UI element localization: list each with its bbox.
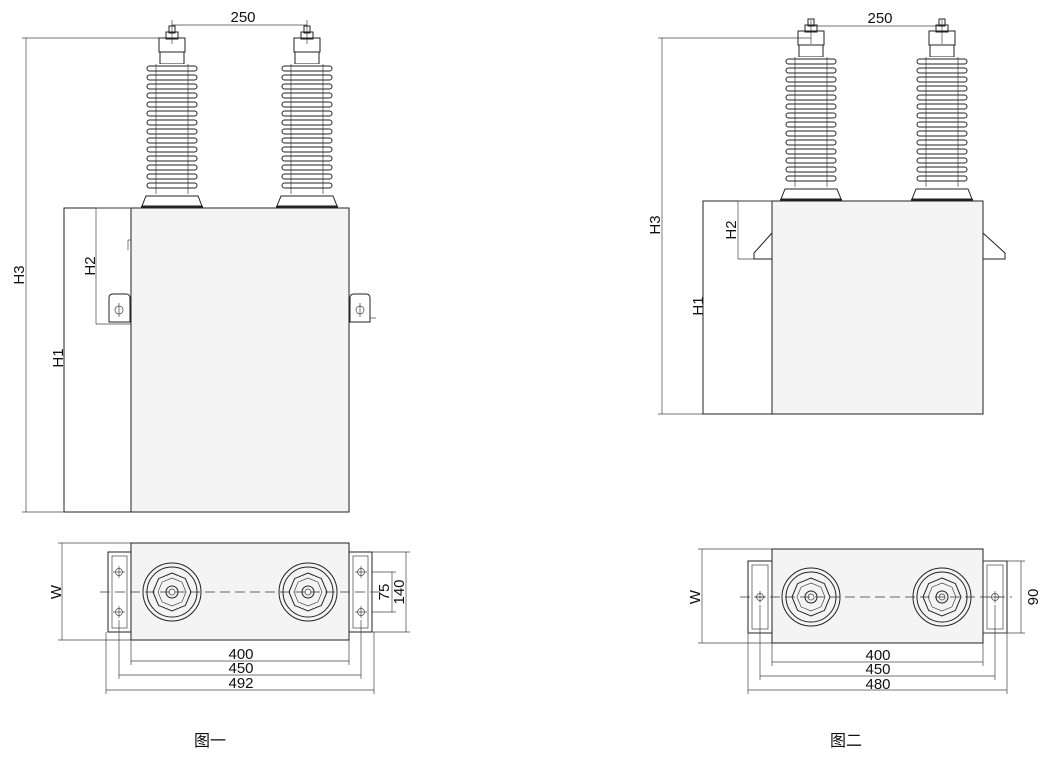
figure2-caption: 图二 bbox=[830, 731, 862, 750]
figure2-terminal-spacing-label: 250 bbox=[867, 10, 892, 27]
figure2-90-label: 90 bbox=[1025, 589, 1042, 606]
figure2-front-view bbox=[658, 18, 1006, 415]
figure1-h1-label: H1 bbox=[50, 348, 67, 367]
figure1-top-view bbox=[58, 542, 410, 694]
figure1-140-label: 140 bbox=[391, 579, 408, 604]
figure1-w-label: W bbox=[48, 584, 65, 599]
figure1-h2-label: H2 bbox=[82, 256, 99, 275]
figure2-w-label: W bbox=[687, 589, 704, 604]
figure2-450-label: 450 bbox=[865, 661, 890, 678]
figure1-h3-label: H3 bbox=[11, 265, 28, 284]
figure1-terminal-spacing-label: 250 bbox=[230, 9, 255, 26]
figure1-492-label: 492 bbox=[228, 675, 253, 692]
figure2-h3-label: H3 bbox=[647, 215, 664, 234]
figure1-400-label: 400 bbox=[228, 646, 253, 663]
figure1-front-view bbox=[22, 20, 376, 513]
figure1-450-label: 450 bbox=[228, 660, 253, 677]
figure1-75-label: 75 bbox=[376, 584, 393, 601]
figure2-top-view bbox=[698, 548, 1025, 694]
figure2-h1-label: H1 bbox=[690, 296, 707, 315]
figure2-480-label: 480 bbox=[865, 676, 890, 693]
figure2-h2-label: H2 bbox=[723, 220, 740, 239]
figure2-400-label: 400 bbox=[865, 647, 890, 664]
figure1-caption: 图一 bbox=[194, 731, 226, 750]
